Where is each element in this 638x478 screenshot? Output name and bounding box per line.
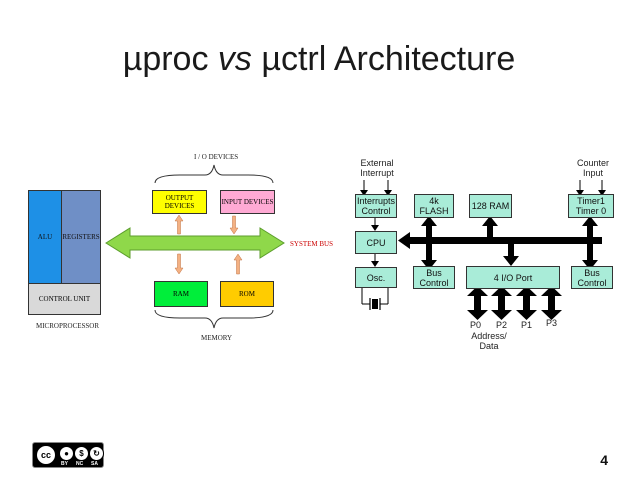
title-vs: vs: [217, 40, 252, 78]
sa-share-icon: ↻: [89, 446, 104, 461]
port-p1-label: P1: [521, 320, 533, 330]
counter-input-label: Counter Input: [576, 158, 610, 178]
flash-block: 4k FLASH: [414, 194, 454, 218]
interrupts-control-block: Interrupts Control: [355, 194, 397, 218]
port-arrows: [467, 286, 562, 320]
memory-brace: [154, 309, 274, 329]
memory-label: MEMORY: [201, 334, 233, 342]
arrow-from-input: [229, 215, 239, 235]
alu-box: ALU: [28, 190, 62, 284]
arrow-to-ram: [174, 253, 184, 275]
io-port-block: 4 I/O Port: [466, 266, 560, 289]
left-diagram-arrows: [105, 214, 285, 275]
ram-box: RAM: [154, 281, 208, 307]
io-brace: [154, 164, 274, 184]
sa-label: SA: [91, 461, 98, 467]
address-data-label: Address/ Data: [471, 331, 507, 351]
port-p3-label: P3: [546, 318, 558, 328]
timer-block: Timer1 Timer 0: [568, 194, 614, 218]
right-diagram-wiring: [360, 180, 606, 320]
port-p2-label: P2: [496, 320, 508, 330]
arrow-from-rom: [233, 253, 243, 275]
cpu-block: CPU: [355, 231, 397, 254]
osc-block: Osc.: [355, 267, 397, 288]
io-devices-label: I / O DEVICES: [194, 153, 239, 161]
output-devices-box: OUTPUT DEVICES: [152, 190, 207, 214]
nc-dollar-icon: $: [74, 446, 89, 461]
input-devices-box: INPUT DEVICES: [220, 190, 275, 214]
crystal-icon: [361, 288, 389, 310]
microprocessor-label: MICROPROCESSOR: [36, 322, 100, 330]
bus-control-right-block: Bus Control: [571, 266, 613, 289]
cc-icon: cc: [36, 445, 56, 465]
nc-label: NC: [76, 461, 84, 467]
bus-control-left-block: Bus Control: [413, 266, 455, 289]
port-p0-label: P0: [470, 320, 482, 330]
registers-box: REGISTERS: [61, 190, 101, 284]
cc-license-badge[interactable]: cc ● $ ↻ BY NC SA: [32, 442, 104, 468]
system-bus-label: SYSTEM BUS: [290, 240, 333, 248]
by-label: BY: [61, 461, 68, 467]
slide-title: µproc vs µctrl Architecture: [122, 40, 516, 78]
system-bus-arrow: [105, 227, 285, 259]
arrow-to-output: [174, 214, 184, 235]
by-person-icon: ●: [59, 446, 74, 461]
rom-box: ROM: [220, 281, 274, 307]
external-interrupt-label: External Interrupt: [360, 158, 394, 178]
page-number: 4: [600, 452, 608, 468]
ram-block: 128 RAM: [469, 194, 512, 218]
control-unit-box: CONTROL UNIT: [28, 283, 101, 315]
